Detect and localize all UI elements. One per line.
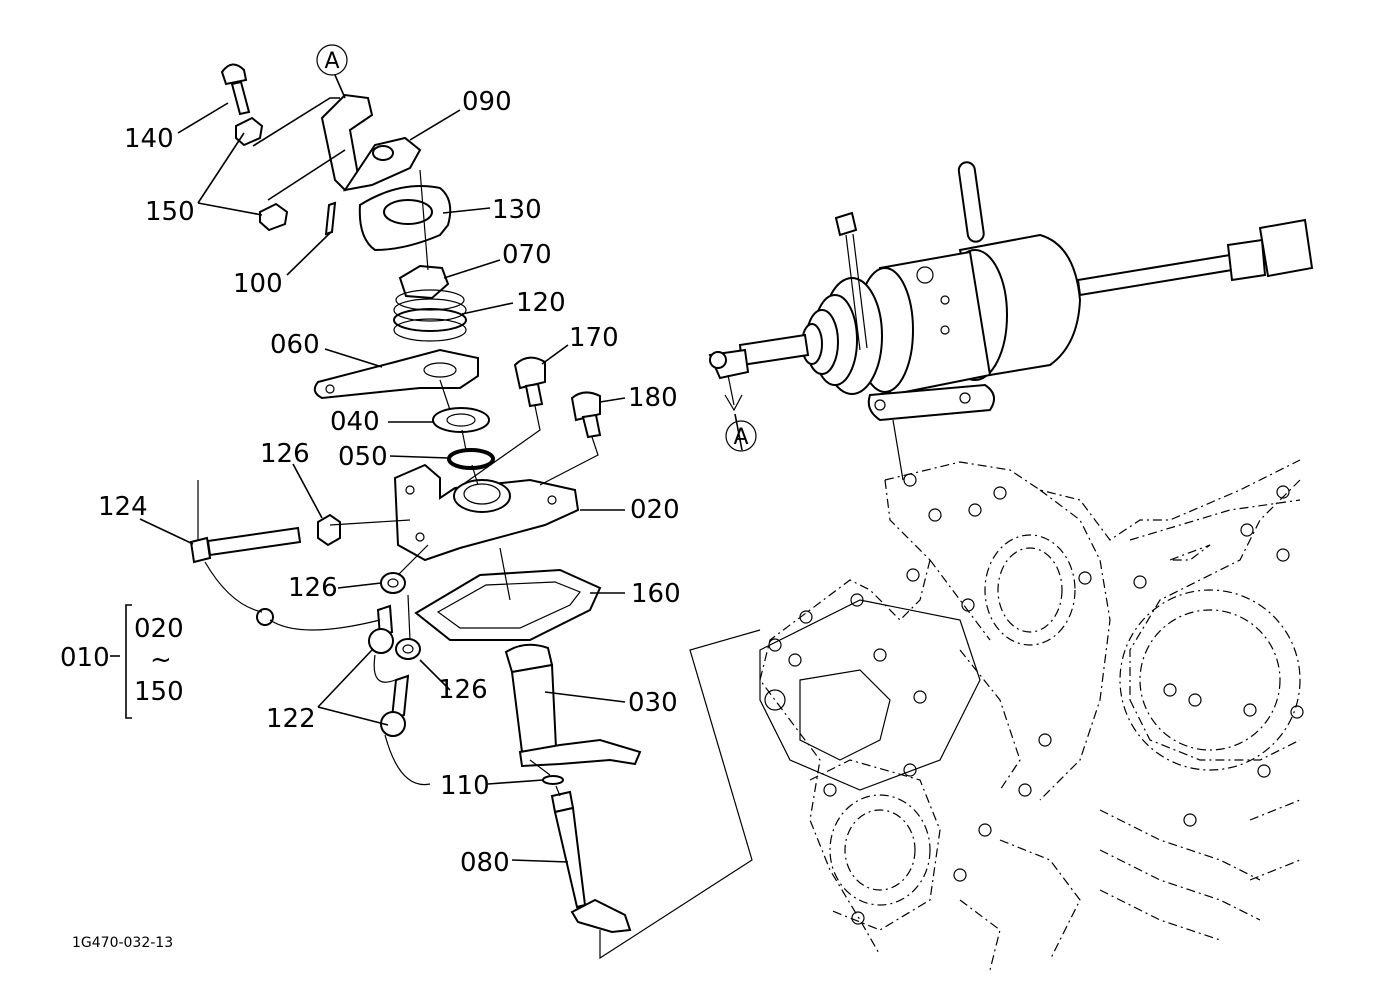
assembly-range-tilde: ~ bbox=[150, 645, 172, 675]
reference-letter-top: A bbox=[324, 49, 339, 74]
callout-120: 120 bbox=[516, 288, 566, 318]
part-callouts: 140 150 100 090 130 070 120 060 170 040 … bbox=[98, 87, 681, 878]
assembly-range-end: 150 bbox=[134, 677, 184, 707]
callout-050: 050 bbox=[338, 442, 388, 472]
callout-180: 180 bbox=[628, 383, 678, 413]
bolt-icon bbox=[220, 63, 251, 116]
callout-070: 070 bbox=[502, 240, 552, 270]
callout-110: 110 bbox=[440, 771, 490, 801]
drawing-code: 1G470-032-13 bbox=[72, 935, 173, 951]
bolt-icon bbox=[570, 391, 602, 439]
callout-126-upper: 126 bbox=[288, 573, 338, 603]
callout-020: 020 bbox=[630, 495, 680, 525]
reference-letter-right: A bbox=[733, 425, 748, 450]
callout-160: 160 bbox=[631, 579, 681, 609]
callout-122: 122 bbox=[266, 704, 316, 734]
reference-mark-right: A bbox=[725, 420, 757, 452]
leader-lines bbox=[139, 74, 761, 960]
engine-block-drawing bbox=[759, 459, 1304, 971]
bolt-icon bbox=[189, 526, 302, 564]
callout-130: 130 bbox=[492, 195, 542, 225]
callout-100: 100 bbox=[233, 269, 283, 299]
reference-mark-top: A bbox=[316, 44, 348, 76]
callout-170: 170 bbox=[569, 323, 619, 353]
callout-124: 124 bbox=[98, 492, 148, 522]
assembly-label: 010 bbox=[60, 643, 110, 673]
callout-126-nut: 126 bbox=[260, 439, 310, 469]
ball-joint-icon bbox=[380, 674, 410, 737]
callout-030: 030 bbox=[628, 688, 678, 718]
callout-060: 060 bbox=[270, 330, 320, 360]
callout-126-lower: 126 bbox=[438, 675, 488, 705]
assembly-group-bracket: 010 020 ~ 150 bbox=[60, 604, 184, 719]
governor-parts-drawing bbox=[189, 63, 642, 934]
callout-140: 140 bbox=[124, 124, 174, 154]
bolt-icon bbox=[834, 211, 868, 351]
solenoid-actuator-drawing bbox=[708, 161, 1314, 481]
callout-080: 080 bbox=[460, 848, 510, 878]
spring-icon bbox=[393, 289, 467, 342]
ball-joint-icon bbox=[368, 604, 394, 654]
assembly-range-start: 020 bbox=[134, 614, 184, 644]
callout-150: 150 bbox=[145, 197, 195, 227]
callout-040: 040 bbox=[330, 407, 380, 437]
callout-090: 090 bbox=[462, 87, 512, 117]
bolt-icon bbox=[513, 356, 546, 408]
